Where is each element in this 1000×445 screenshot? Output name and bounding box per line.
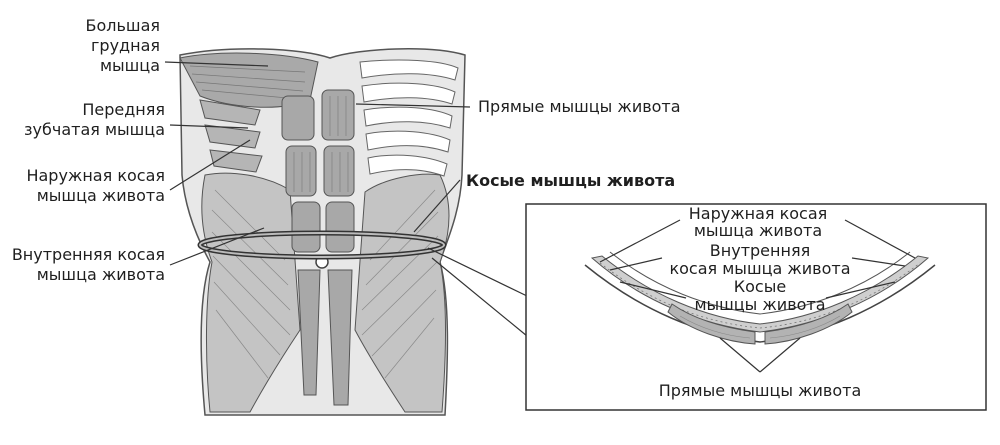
- label-pectoralis-line1: Большая: [85, 16, 161, 35]
- leader-internal-oblique: [169, 227, 265, 266]
- leader-rectus: [355, 103, 471, 108]
- inset-rectus-texture: [679, 315, 841, 339]
- inset-rectus-left: [667, 303, 756, 345]
- external-oblique-fibers: [211, 189, 291, 379]
- inset-label-external-oblique: Наружная косая мышца живота: [668, 205, 848, 239]
- leader-external-oblique: [169, 139, 251, 191]
- inset-label-external-line2: мышца живота: [693, 221, 823, 240]
- cross-section-inset: [525, 203, 987, 411]
- leader-serratus: [169, 124, 249, 129]
- inset-label-internal-oblique: Внутренняя косая мышца живота: [660, 242, 860, 278]
- leader-pectoralis: [164, 61, 269, 67]
- inset-body-wall-outer: [584, 264, 936, 343]
- inset-label-internal-line2: косая мышца живота: [669, 259, 851, 278]
- label-serratus-line1: Передняя: [82, 100, 165, 119]
- right-oblique-fibers: [361, 189, 439, 379]
- inset-leader-lines: [599, 219, 916, 373]
- label-internal-oblique-line1: Внутренняя косая: [11, 245, 165, 264]
- label-obliques-heading: Косые мышцы живота: [466, 171, 676, 190]
- ribs-right: [359, 59, 459, 177]
- inset-leader-rectus-right: [759, 337, 801, 373]
- label-external-oblique-line2: мышца живота: [36, 186, 165, 205]
- inset-body-wall-inner: [609, 251, 911, 315]
- inset-leader-rectus-left: [719, 337, 761, 373]
- leader-to-inset-top: [427, 247, 528, 297]
- inset-label-obliques-line1: Косые: [733, 277, 787, 296]
- label-serratus: Передняя зубчатая мышца: [10, 100, 165, 140]
- inset-leader-obliques-right: [825, 281, 896, 299]
- pectoralis-fibers: [189, 65, 306, 100]
- inset-leader-external-right: [844, 219, 916, 259]
- inset-leader-internal-left: [609, 257, 663, 271]
- label-external-oblique: Наружная косая мышца живота: [10, 166, 165, 206]
- rectus-fibers: [293, 96, 349, 192]
- inset-label-rectus: Прямые мышцы живота: [658, 381, 862, 400]
- inset-label-obliques-line2: мышцы живота: [694, 295, 826, 314]
- inset-leader-external-left: [599, 219, 681, 263]
- leader-lines: [164, 61, 528, 337]
- label-pectoralis-line3: мышца: [99, 56, 160, 75]
- pectoralis-muscle: [179, 52, 319, 108]
- inset-label-internal-line1: Внутренняя: [709, 241, 811, 260]
- label-external-oblique-line1: Наружная косая: [26, 166, 165, 185]
- label-internal-oblique-line2: мышца живота: [36, 265, 165, 284]
- leader-obliques: [413, 179, 461, 233]
- inset-label-external-line1: Наружная косая: [688, 204, 828, 223]
- inset-label-obliques: Косые мышцы живота: [670, 278, 850, 314]
- inset-leader-internal-right: [851, 257, 906, 267]
- inset-leader-obliques-left: [619, 281, 687, 299]
- inset-frame: [525, 203, 987, 411]
- inset-rectus-right: [764, 303, 853, 345]
- label-pectoralis-line2: грудная: [91, 36, 160, 55]
- label-serratus-line2: зубчатая мышца: [24, 120, 165, 139]
- label-pectoralis: Большая грудная мышца: [60, 16, 161, 76]
- label-internal-oblique: Внутренняя косая мышца живота: [4, 245, 165, 285]
- leader-to-inset-bottom: [431, 257, 528, 337]
- torso-illustration: [179, 48, 466, 416]
- label-rectus: Прямые мышцы живота: [478, 97, 681, 116]
